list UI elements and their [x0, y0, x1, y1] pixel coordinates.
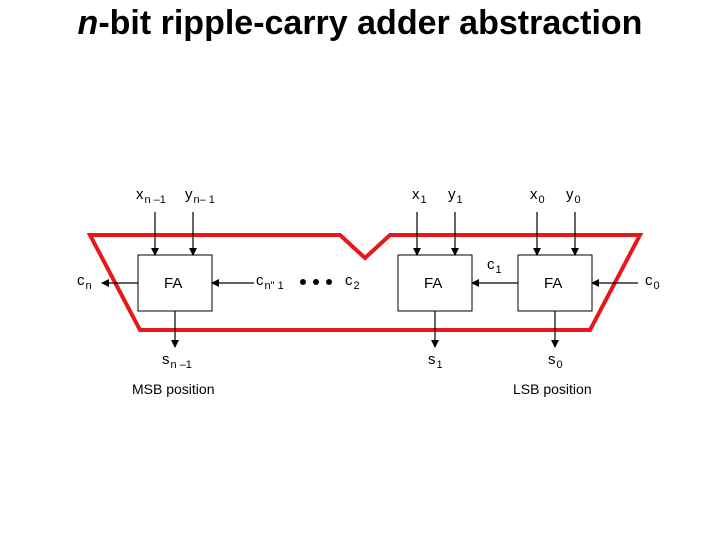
label-c0: c0 [645, 272, 660, 292]
label-s0: s0 [548, 351, 563, 371]
ellipsis-dot-1 [300, 279, 306, 285]
label-yn1: yn– 1 [185, 186, 215, 206]
title-italic-n: n [77, 4, 99, 42]
label-c1: c1 [487, 256, 502, 276]
label-xn1: xn –1 [136, 186, 166, 206]
fa-label-0: FA [544, 275, 563, 292]
label-s1: s1 [428, 351, 443, 371]
ellipsis-dot-2 [313, 279, 319, 285]
label-cn: cn [77, 272, 92, 292]
ellipsis-dot-3 [326, 279, 332, 285]
label-c2: c2 [345, 272, 360, 292]
label-x1: x1 [412, 186, 427, 206]
lsb-position-label: LSB position [513, 381, 592, 397]
fa-label-1: FA [424, 275, 443, 292]
title-rest: -bit ripple-carry adder abstraction [98, 4, 643, 42]
label-sn1: sn –1 [162, 351, 192, 371]
abstraction-outline [86, 233, 644, 332]
label-cn1: cn" 1 [256, 272, 284, 292]
label-y0: y0 [566, 186, 581, 206]
page-title: n-bit ripple-carry adder abstraction [0, 4, 720, 43]
fa-box-msb [137, 254, 213, 312]
fa-label-msb: FA [164, 275, 183, 292]
label-y1: y1 [448, 186, 463, 206]
msb-position-label: MSB position [132, 381, 215, 397]
label-x0: x0 [530, 186, 545, 206]
